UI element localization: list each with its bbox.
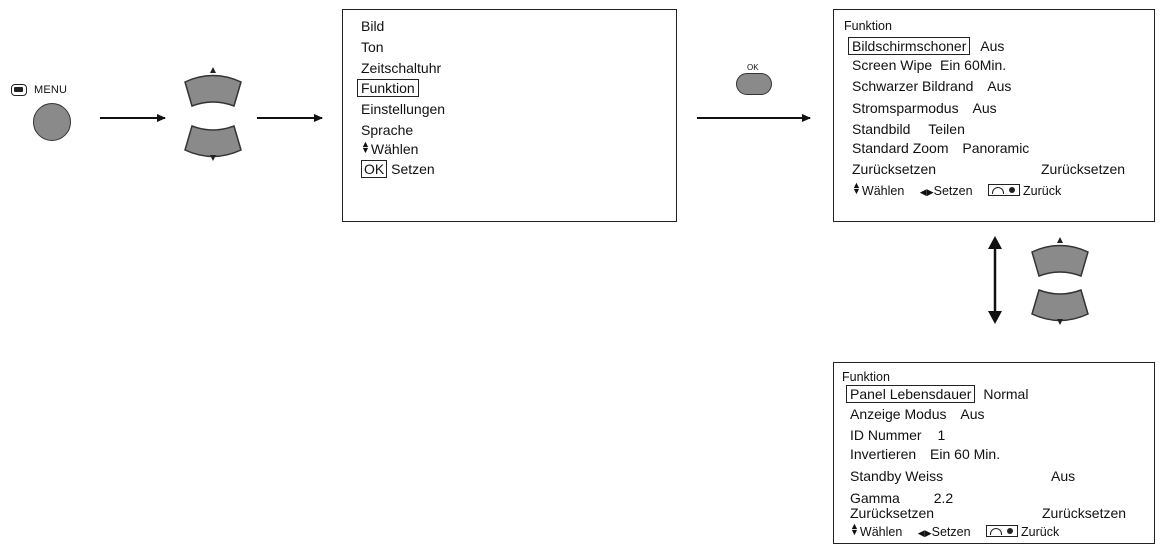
row-gamma[interactable]: Gamma 2.2 [850,490,953,506]
row-label: Panel Lebensdauer [846,385,976,403]
footer-set: Setzen [933,184,973,198]
menu-item-funktion[interactable]: Funktion [357,79,419,97]
row-label: Standby Weiss [850,468,944,484]
row-zuruecksetzen-value[interactable]: Zurücksetzen [1041,161,1126,177]
row-label: Zurücksetzen [850,505,935,521]
menu-button[interactable] [33,103,71,141]
row-label: Schwarzer Bildrand [852,78,974,94]
menu-item-sprache[interactable]: Sprache [361,122,414,138]
row-value: Aus [980,38,1005,54]
row-bildschirmschoner[interactable]: Bildschirmschoner Aus [848,37,1005,55]
row-label: Anzeige Modus [850,406,947,422]
panel-footer: ▲▼Wählen ◀▶Setzen Zurück [852,180,1062,200]
row-label: Zurücksetzen [852,161,937,177]
remote-back-icon [988,184,1021,196]
row-value: Teilen [928,121,965,137]
menu-item-zeitschaltuhr[interactable]: Zeitschaltuhr [361,60,442,76]
footer-select: Wählen [861,184,905,198]
page-up-button [1031,237,1089,277]
panel-footer: ▲▼Wählen ◀▶Setzen Zurück [850,521,1060,541]
row-value: Ein 60 Min. [930,446,1001,462]
row-anzeige-modus[interactable]: Anzeige Modus Aus [850,406,985,422]
row-label: Gamma [850,490,900,506]
left-right-icon: ◀▶ [919,187,934,197]
menu-item-einstellungen[interactable]: Einstellungen [361,101,446,117]
ok-key-label: OK [361,160,388,178]
row-zuruecksetzen[interactable]: Zurücksetzen [852,161,936,177]
nav-down-button [184,125,242,161]
row-zuruecksetzen-2[interactable]: Zurücksetzen [850,505,934,521]
hint-set-label: Setzen [391,161,435,177]
row-value: Aus [960,406,985,422]
footer-back: Zurück [1021,525,1060,539]
row-schwarzer-bildrand[interactable]: Schwarzer Bildrand Aus [852,78,1011,94]
row-standby-weiss[interactable]: Standby Weiss [850,468,943,484]
row-label: Standbild [852,121,911,137]
row-value: Panoramic [962,140,1030,156]
row-id-nummer[interactable]: ID Nummer 1 [850,427,945,443]
nav-up-button [184,67,242,107]
row-zuruecksetzen-2-value[interactable]: Zurücksetzen [1042,505,1127,521]
hint-select: ▲▼Wählen [361,139,419,158]
menu-label: MENU [34,84,68,96]
up-down-icon: ▲▼ [361,139,370,155]
footer-select: Wählen [859,525,903,539]
footer-back: Zurück [1023,184,1062,198]
row-value: Aus [972,100,997,116]
menu-item-bild[interactable]: Bild [361,18,385,34]
ok-button[interactable] [736,73,772,95]
ok-label: OK [747,63,759,72]
row-label: Stromsparmodus [852,100,959,116]
row-invertieren[interactable]: Invertieren Ein 60 Min. [850,446,1000,462]
row-standby-weiss-value[interactable]: Aus [1051,468,1076,484]
panel-title: Funktion [844,19,892,33]
menu-item-funktion-wrapper[interactable]: Funktion [357,79,419,97]
left-right-icon: ◀▶ [917,528,932,538]
hint-select-label: Wählen [370,141,419,157]
row-label: Bildschirmschoner [848,37,971,55]
row-label: Standard Zoom [852,140,949,156]
row-panel-lebensdauer[interactable]: Panel Lebensdauer Normal [846,385,1029,403]
row-label: ID Nummer [850,427,922,443]
menu-key-icon [11,84,27,96]
row-label: Invertieren [850,446,917,462]
page-down-button [1031,289,1089,325]
row-value: 1 [937,427,946,443]
row-value: Ein 60Min. [940,57,1007,73]
panel-title: Funktion [842,370,890,384]
row-value: Normal [983,386,1029,402]
menu-item-ton[interactable]: Ton [361,39,384,55]
up-down-icon: ▲▼ [852,180,861,196]
up-down-icon: ▲▼ [850,521,859,537]
funktion-panel-1: Funktion Bildschirmschoner Aus Screen Wi… [833,9,1155,222]
row-standbild[interactable]: Standbild Teilen [852,121,965,137]
row-standard-zoom[interactable]: Standard Zoom Panoramic [852,140,1029,156]
row-label: Screen Wipe [852,57,933,73]
hint-set: OK Setzen [361,160,435,178]
main-menu-panel: Bild Ton Zeitschaltuhr Funktion Einstell… [342,9,677,222]
row-stromsparmodus[interactable]: Stromsparmodus Aus [852,100,997,116]
row-value: Aus [987,78,1012,94]
funktion-panel-2: Funktion Panel Lebensdauer Normal Anzeig… [833,362,1155,544]
footer-set: Setzen [931,525,971,539]
row-value: 2.2 [933,490,954,506]
row-screen-wipe[interactable]: Screen Wipe Ein 60Min. [852,57,1006,73]
remote-back-icon [986,525,1019,537]
